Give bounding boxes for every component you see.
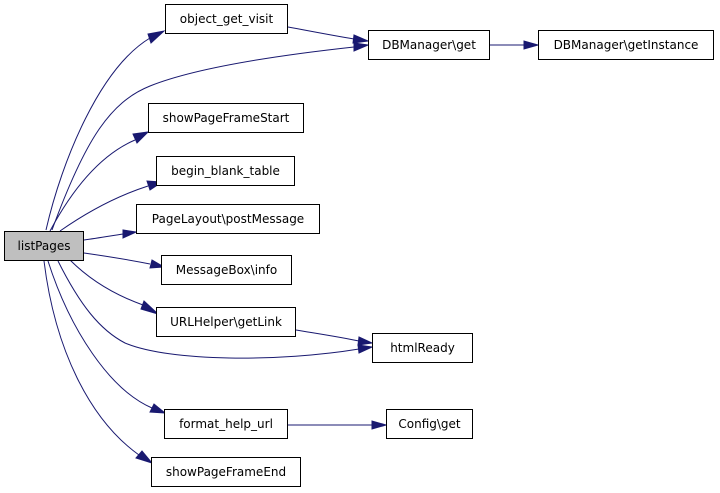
edge-listpages-object-get-visit: [45, 37, 151, 231]
edge-listpages-show-page-frame-end: [43, 260, 140, 456]
edge-listpages-getlink: [69, 259, 144, 306]
node-messagebox-info[interactable]: MessageBox\info: [161, 255, 292, 285]
edge-listpages-format-help-url: [47, 260, 153, 409]
arrowhead: [149, 259, 166, 269]
arrowhead: [371, 420, 388, 430]
node-begin-blank-table[interactable]: begin_blank_table: [156, 156, 295, 186]
node-listpages: listPages: [4, 231, 84, 261]
arrowhead: [352, 34, 370, 44]
node-dbmanager-get[interactable]: DBManager\get: [368, 30, 490, 60]
edge-listpages-show-page-frame-start: [49, 139, 136, 232]
arrowhead: [149, 403, 167, 414]
arrowhead: [523, 40, 540, 50]
arrowhead: [122, 229, 138, 239]
edge-listpages-htmlready: [57, 260, 360, 359]
node-urlhelper-getlink[interactable]: URLHelper\getLink: [156, 307, 296, 337]
arrowhead: [147, 30, 166, 44]
arrowhead: [353, 42, 370, 52]
edge-getlink-htmlready: [295, 329, 360, 342]
node-config-get[interactable]: Config\get: [386, 409, 473, 439]
node-show-page-frame-start[interactable]: showPageFrameStart: [148, 103, 304, 133]
edge-listpages-messagebox-info: [83, 252, 151, 265]
edge-listpages-db-get: [51, 46, 355, 231]
arrowhead: [135, 450, 154, 464]
node-pagelayout-postmessage[interactable]: PageLayout\postMessage: [136, 204, 320, 234]
arrowhead: [357, 344, 374, 354]
node-object-get-visit[interactable]: object_get_visit: [165, 4, 288, 34]
edge-listpages-postmessage: [83, 233, 124, 241]
arrowhead: [140, 300, 159, 315]
edge-listpages-begin-blank-table: [59, 185, 149, 232]
edge-object-get-visit-db-get: [287, 26, 355, 40]
node-show-page-frame-end[interactable]: showPageFrameEnd: [151, 457, 301, 487]
node-htmlready[interactable]: htmlReady: [372, 333, 473, 363]
arrowhead: [357, 336, 374, 346]
arrowhead: [132, 131, 150, 144]
node-dbmanager-getinstance[interactable]: DBManager\getInstance: [538, 30, 714, 60]
node-format-help-url[interactable]: format_help_url: [164, 409, 288, 439]
